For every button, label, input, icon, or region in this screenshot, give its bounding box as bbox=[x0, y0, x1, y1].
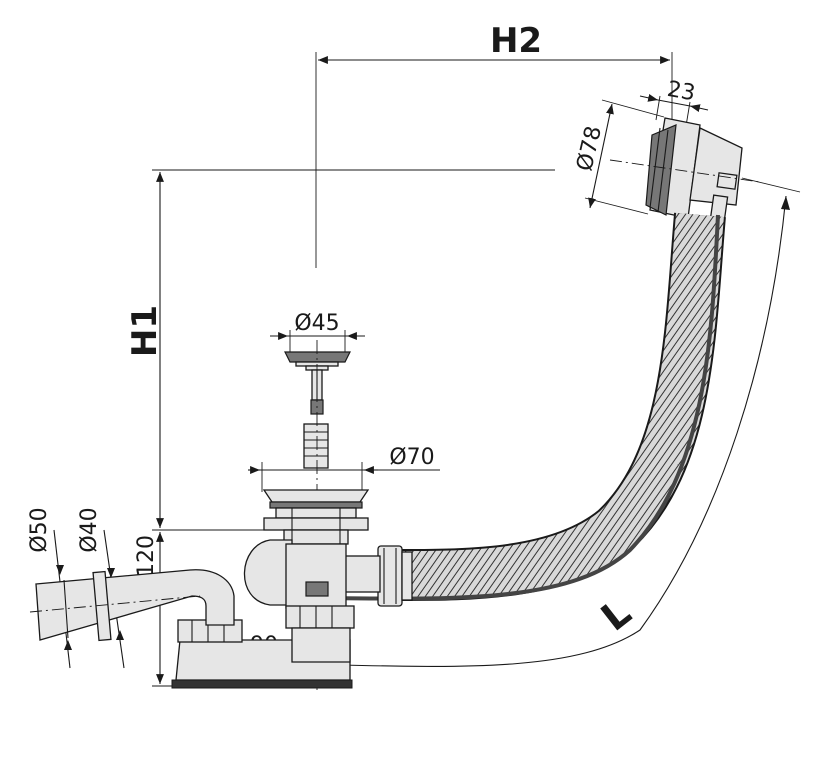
d70-label: Ø70 bbox=[389, 445, 434, 470]
d40-label: Ø40 bbox=[77, 507, 102, 552]
d45-label: Ø45 bbox=[294, 311, 339, 336]
d45-dimension: Ø45 bbox=[270, 311, 365, 352]
l-label: L bbox=[593, 590, 639, 640]
h2-label: H2 bbox=[490, 21, 542, 61]
h2-dimension: H2 bbox=[315, 21, 673, 268]
d70-dimension: Ø70 bbox=[248, 445, 440, 492]
d50-label: Ø50 bbox=[27, 507, 52, 552]
h1-dimension: H1 bbox=[125, 169, 555, 531]
outlet-elbow bbox=[29, 569, 235, 642]
d78-label: Ø78 bbox=[572, 124, 607, 174]
d40-dimension: Ø40 bbox=[77, 507, 125, 669]
d120-dimension: 120 bbox=[134, 532, 180, 687]
siphon-trap bbox=[171, 605, 355, 689]
drain-body bbox=[243, 489, 370, 609]
d50-dimension: Ø50 bbox=[27, 507, 72, 669]
hose-connector bbox=[339, 545, 413, 607]
d120-label: 120 bbox=[134, 535, 159, 577]
h1-label: H1 bbox=[125, 305, 165, 357]
d23-dimension: 23 bbox=[639, 77, 709, 127]
overflow-head bbox=[609, 117, 761, 222]
corrugated-hose bbox=[329, 212, 726, 601]
d23-label: 23 bbox=[665, 77, 697, 106]
